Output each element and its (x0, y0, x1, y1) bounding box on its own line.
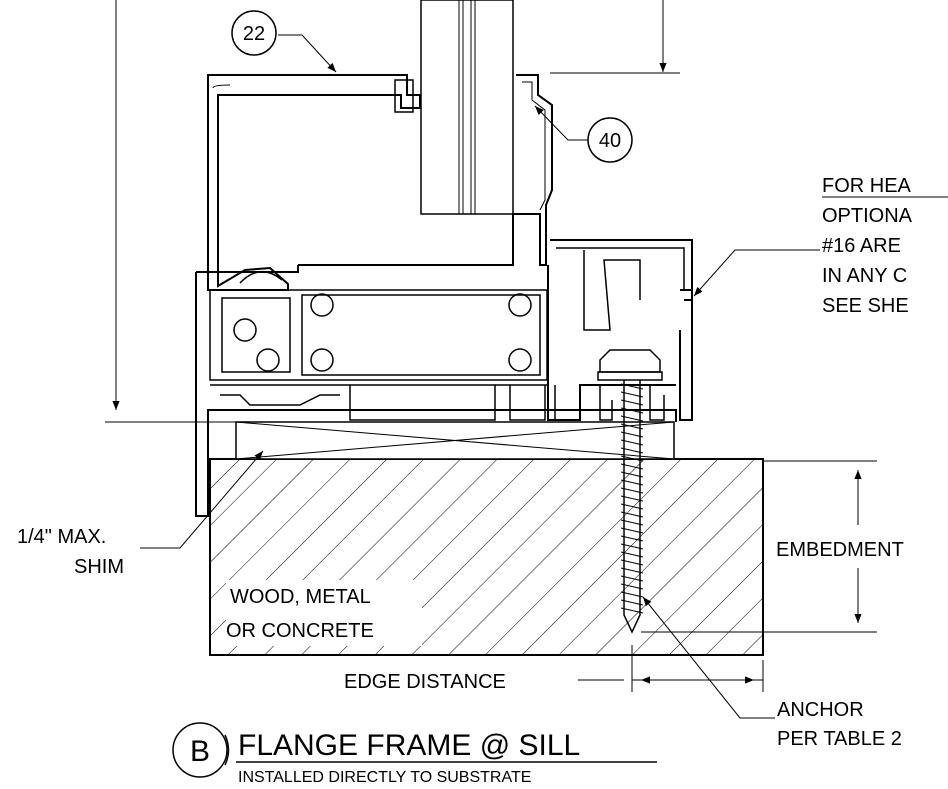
note-line-2: OPTIONA (822, 205, 913, 227)
callout-22-text: 22 (243, 23, 265, 45)
screw-anchor (597, 349, 663, 634)
anchor-label-line2: PER TABLE 2 (777, 728, 902, 750)
substrate-block (209, 458, 764, 656)
substrate-label-line1: WOOD, METAL (230, 586, 371, 608)
sill-frame-body (195, 265, 677, 517)
anchor-label-line1: ANCHOR (777, 699, 864, 721)
edge-distance-label: EDGE DISTANCE (344, 671, 506, 693)
glazing-stop-profile (207, 74, 421, 291)
shim (235, 421, 675, 460)
detail-title-block: B FLANGE FRAME @ SILL INSTALLED DIRECTLY… (172, 722, 657, 786)
shim-label-line2: SHIM (74, 556, 124, 578)
leader-lines (140, 34, 820, 719)
detail-letter: B (190, 735, 210, 768)
glass-panel (420, 0, 514, 215)
heavy-duty-note: FOR HEA OPTIONA #16 ARE IN ANY C SEE SHE (822, 175, 948, 317)
note-line-3: #16 ARE (822, 235, 901, 257)
substrate-label-line2: OR CONCRETE (226, 620, 374, 642)
shim-label-line1: 1/4" MAX. (17, 526, 106, 548)
interior-leg-profile (298, 74, 693, 421)
detail-subtitle: INSTALLED DIRECTLY TO SUBSTRATE (238, 769, 531, 786)
detail-title: FLANGE FRAME @ SILL (238, 729, 580, 762)
callout-40: 40 (587, 117, 633, 163)
embedment-label: EMBEDMENT (776, 539, 904, 561)
note-line-5: SEE SHE (822, 295, 909, 317)
note-line-1: FOR HEA (822, 175, 912, 197)
note-line-4: IN ANY C (822, 265, 907, 287)
callout-22: 22 (231, 10, 277, 56)
reference-lines (105, 0, 877, 692)
callout-40-text: 40 (599, 130, 621, 152)
